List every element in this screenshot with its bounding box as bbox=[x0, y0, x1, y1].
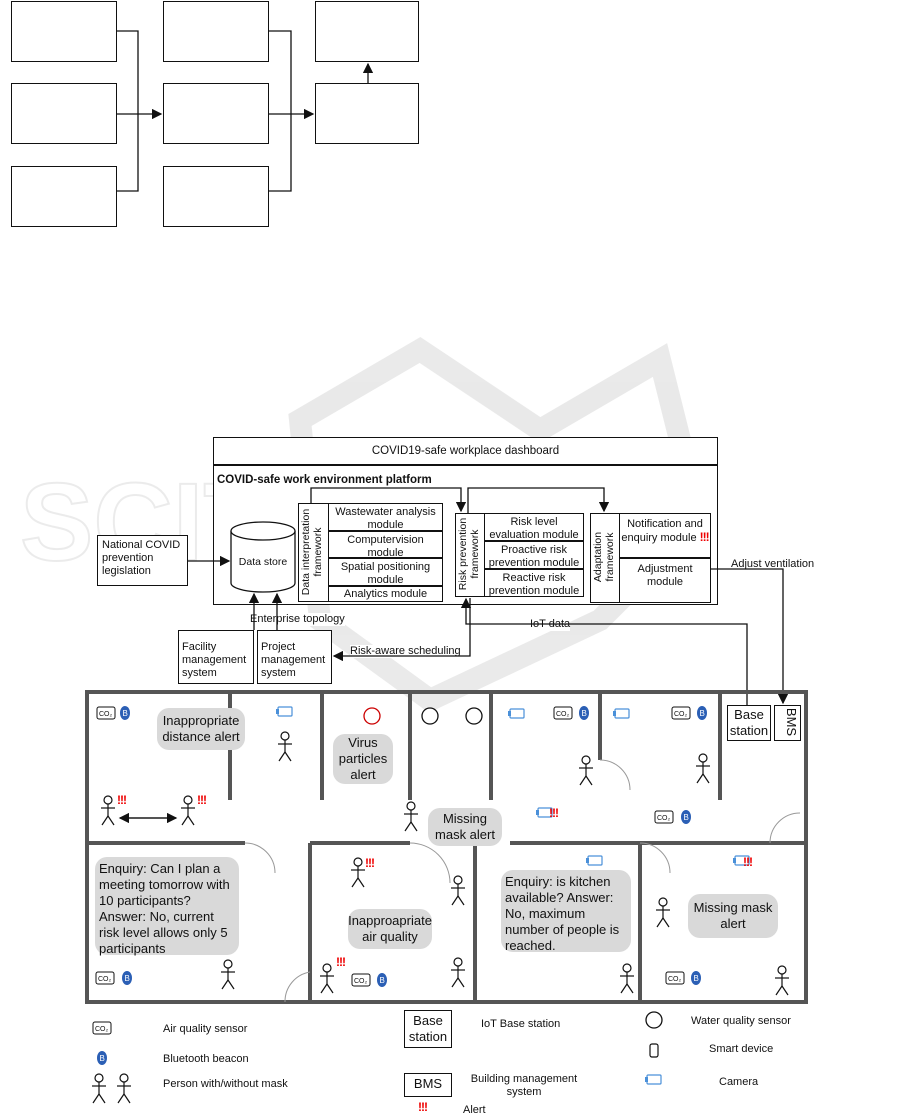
block-mid-3 bbox=[163, 166, 269, 227]
module-risk-evaluation: Risk level evaluation module bbox=[484, 513, 584, 541]
legend-iot-base-station: IoT Base station bbox=[481, 1018, 561, 1030]
module-proactive: Proactive risk prevention module bbox=[484, 541, 584, 569]
block-mid-1 bbox=[163, 1, 269, 62]
enquiry-bubble-2: Enquiry: is kitchen available? Answer: N… bbox=[501, 870, 631, 953]
camera-legend-icon bbox=[644, 1074, 662, 1085]
virus-alert-bubble: Virus particles alert bbox=[333, 734, 393, 784]
air-quality-sensor-icon bbox=[92, 1021, 112, 1035]
dashboard-title: COVID19-safe workplace dashboard bbox=[371, 445, 560, 457]
flow-adjust-ventilation: Adjust ventilation bbox=[731, 558, 815, 570]
module-adjustment: Adjustment module bbox=[619, 558, 711, 603]
legend-water-quality-sensor: Water quality sensor bbox=[691, 1015, 791, 1027]
platform-title: COVID-safe work environment platform bbox=[217, 474, 432, 486]
module-spatial: Spatial positioning module bbox=[328, 558, 443, 586]
flow-risk-scheduling: Risk-aware scheduling bbox=[350, 645, 461, 658]
module-notification-label: Notification and enquiry module bbox=[621, 518, 703, 544]
project-box: Project management system bbox=[257, 630, 332, 684]
enquiry-bubble-1: Enquiry: Can I plan a meeting tomorrow w… bbox=[95, 857, 239, 956]
person-without-mask-icon bbox=[116, 1073, 132, 1104]
dashboard-box bbox=[213, 437, 718, 465]
legend-air-quality-sensor: Air quality sensor bbox=[163, 1023, 248, 1035]
alert-mark: !!! bbox=[365, 856, 375, 870]
module-analytics: Analytics module bbox=[328, 586, 443, 602]
base-station-box: Base station bbox=[727, 705, 771, 741]
alert-mark: !!! bbox=[743, 855, 753, 869]
water-sensor-icon bbox=[421, 707, 439, 725]
module-notification: Notification and enquiry module !!! bbox=[619, 513, 711, 558]
water-sensor-icon bbox=[465, 707, 483, 725]
block-right-2 bbox=[315, 83, 419, 144]
top-block-connectors bbox=[117, 30, 374, 192]
alert-mark: !!! bbox=[336, 955, 346, 969]
smart-device-icon bbox=[649, 1043, 659, 1058]
flow-enterprise-topology: Enterprise topology bbox=[250, 613, 345, 626]
block-mid-2 bbox=[163, 83, 269, 144]
legend-alert-icon: !!! bbox=[418, 1100, 428, 1114]
missing-mask-alert-1: Missing mask alert bbox=[428, 808, 502, 846]
legend-smart-device: Smart device bbox=[709, 1043, 774, 1055]
water-quality-sensor-icon bbox=[645, 1011, 663, 1029]
water-sensor-icon bbox=[363, 707, 381, 725]
alert-mark: !!! bbox=[197, 793, 207, 807]
legend-bluetooth-beacon: Bluetooth beacon bbox=[163, 1053, 249, 1065]
missing-mask-alert-2: Missing mask alert bbox=[688, 894, 778, 938]
alert-mark: !!! bbox=[549, 806, 559, 820]
bluetooth-beacon-icon bbox=[97, 1051, 107, 1065]
legend-camera: Camera bbox=[719, 1076, 759, 1088]
legislation-box: National COVID prevention legislation bbox=[97, 535, 188, 586]
air-quality-alert: Inapproapriate air quality bbox=[348, 909, 432, 949]
bms-box bbox=[774, 705, 801, 741]
block-left-2 bbox=[11, 83, 117, 144]
legend-person: Person with/without mask bbox=[163, 1078, 288, 1090]
module-reactive: Reactive risk prevention module bbox=[484, 569, 584, 597]
legend-bms: Building management system bbox=[470, 1073, 578, 1098]
legend-base-station-box: Base station bbox=[404, 1010, 452, 1048]
facility-box: Facility management system bbox=[178, 630, 254, 684]
distance-alert-bubble: Inappropriate distance alert bbox=[157, 708, 245, 750]
module-computervision: Computervision module bbox=[328, 531, 443, 559]
legend-bms-box: BMS bbox=[404, 1073, 452, 1097]
legend-alert: Alert bbox=[463, 1104, 486, 1116]
data-store-label: Data store bbox=[238, 556, 288, 568]
person-with-mask-icon bbox=[91, 1073, 107, 1104]
module-wastewater: Wastewater analysis module bbox=[328, 503, 443, 531]
block-left-1 bbox=[11, 1, 117, 62]
block-right-1 bbox=[315, 1, 419, 62]
alert-mark: !!! bbox=[117, 793, 127, 807]
block-left-3 bbox=[11, 166, 117, 227]
notification-alert-icon: !!! bbox=[699, 530, 710, 544]
